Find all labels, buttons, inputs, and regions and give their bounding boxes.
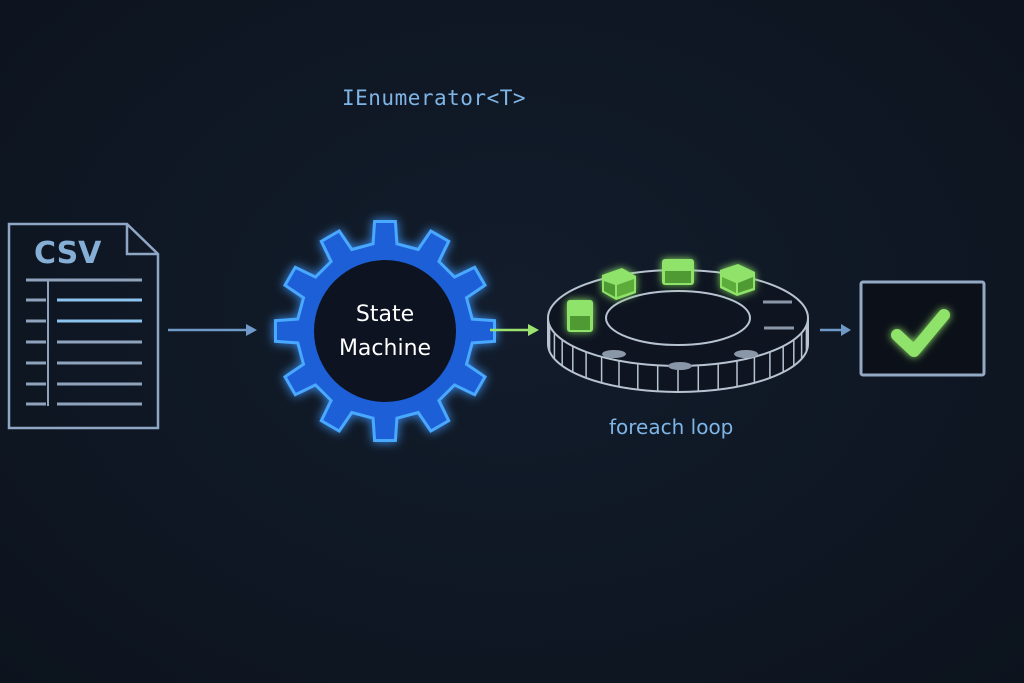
arrow-csv-to-state-machine: [168, 324, 257, 336]
state-machine-label: State Machine: [314, 298, 456, 366]
data-item-block: [602, 268, 636, 300]
state-machine-label-line1: State: [355, 302, 415, 327]
data-item-blocks: [567, 259, 755, 332]
diagram-title: IEnumerator<T>: [342, 86, 527, 110]
checkmark-icon: [891, 309, 950, 357]
arrow-foreach-to-done: [820, 324, 851, 336]
gear-hub: [314, 260, 456, 402]
foreach-loop-label: foreach loop: [609, 415, 734, 439]
csv-label: CSV: [34, 236, 102, 271]
data-item-block: [567, 300, 593, 332]
done-box: [859, 280, 986, 377]
data-item-block: [662, 259, 694, 285]
arrow-state-machine-to-foreach: [490, 324, 539, 336]
data-item-block: [720, 264, 755, 296]
csv-file-icon: [7, 222, 160, 430]
state-machine-label-line2: Machine: [338, 336, 432, 361]
